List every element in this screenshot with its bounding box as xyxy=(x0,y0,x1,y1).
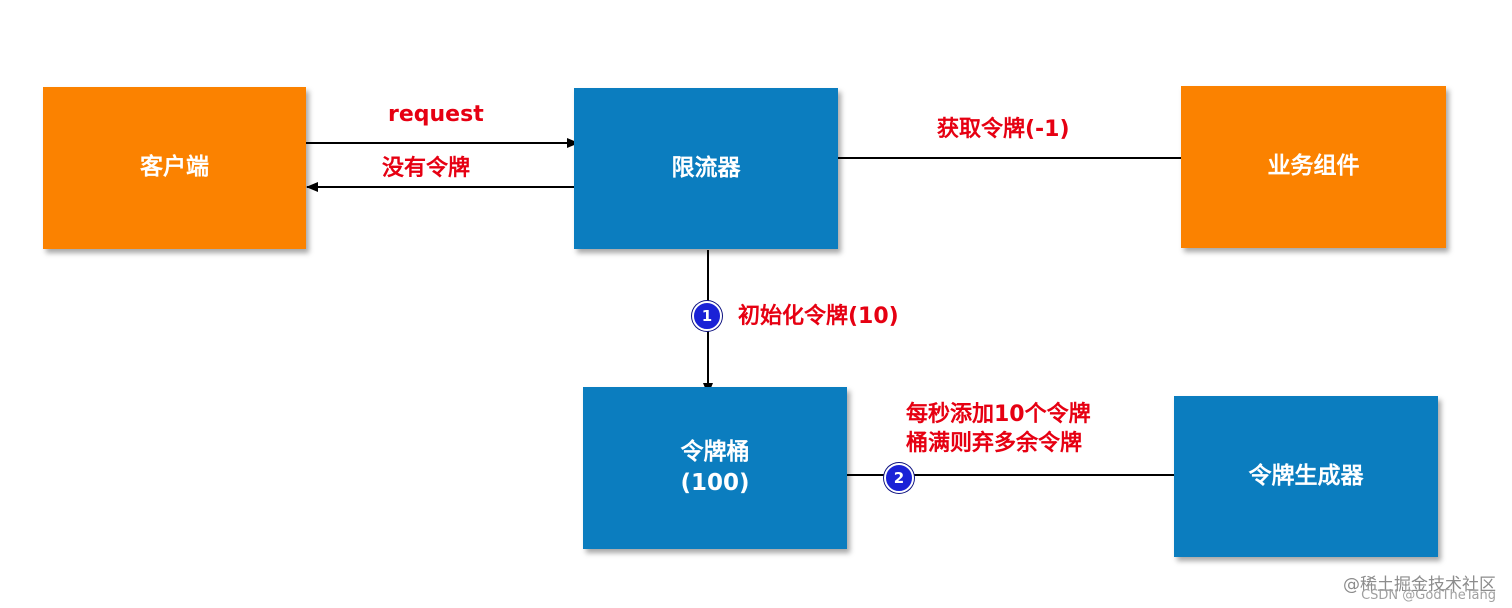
edge-label-no-token: 没有令牌 xyxy=(382,156,471,181)
token-bucket-capacity: (100) xyxy=(680,470,750,496)
token-generator-node: 令牌生成器 xyxy=(1174,396,1438,557)
client-node: 客户端 xyxy=(43,87,306,249)
edge-label-add-token: 每秒添加10个令牌 桶满则弃多余令牌 xyxy=(906,401,1091,458)
watermark-juejin: @稀土掘金技术社区 xyxy=(1343,575,1496,595)
limiter-label: 限流器 xyxy=(671,154,741,181)
business-component-label: 业务组件 xyxy=(1267,153,1360,180)
edge-label-get-token: 获取令牌(-1) xyxy=(937,117,1070,142)
client-label: 客户端 xyxy=(140,154,209,181)
step-badge-1: 1 xyxy=(692,301,722,331)
watermark-csdn: CSDN @GodTheTang xyxy=(1361,588,1496,603)
step-badge-2: 2 xyxy=(884,463,914,493)
limiter-node: 限流器 xyxy=(574,88,838,249)
token-generator-label: 令牌生成器 xyxy=(1248,462,1364,489)
edge-label-request: request xyxy=(388,102,484,127)
edge-label-add-token-line1: 每秒添加10个令牌 xyxy=(906,402,1091,427)
edge-label-add-token-line2: 桶满则弃多余令牌 xyxy=(906,430,1083,456)
token-bucket-node: 令牌桶 (100) xyxy=(583,387,847,549)
business-component-node: 业务组件 xyxy=(1181,86,1446,248)
token-bucket-label: 令牌桶 xyxy=(680,438,750,465)
edge-label-init-token: 初始化令牌(10) xyxy=(738,304,899,329)
